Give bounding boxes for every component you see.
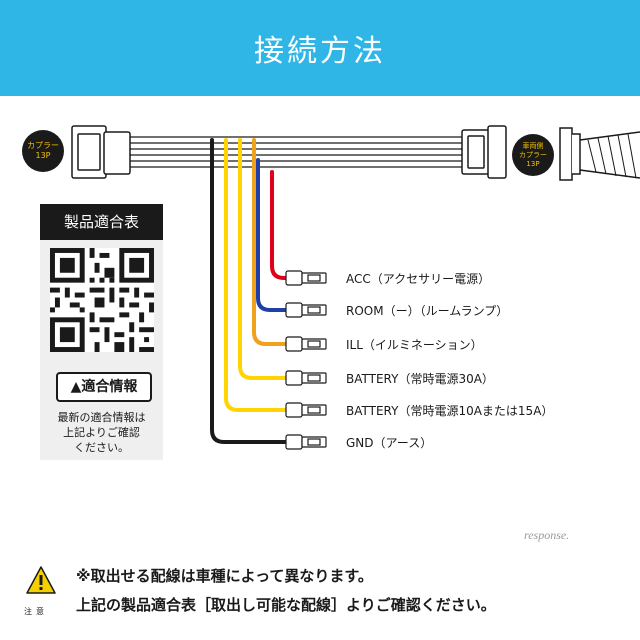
notice-line-1: ※取出せる配線は車種によって異なります。 — [76, 567, 373, 585]
header-banner: 接続方法 — [0, 0, 640, 96]
info-text-line1: 最新の適合情報は — [57, 411, 146, 424]
room-label: ROOM（ー）（ルームランプ） — [346, 304, 509, 318]
gnd-terminal — [285, 434, 327, 450]
info-label: ▲適合情報 — [56, 372, 152, 402]
gnd-wire — [210, 138, 288, 444]
warning-icon — [26, 566, 56, 594]
right-coupler-line1: 車両側 — [522, 141, 544, 150]
qr-code[interactable] — [50, 248, 154, 352]
notice-line-2: 上記の製品適合表［取出し可能な配線］よりご確認ください。 — [76, 596, 496, 614]
room-terminal — [285, 302, 327, 318]
battery-30a-terminal — [285, 370, 327, 386]
battery-15a-label: BATTERY（常時電源10Aまたは15A） — [346, 404, 554, 418]
gnd-label: GND（アース） — [346, 436, 433, 450]
ill-wire — [252, 138, 288, 346]
battery-30a-wire — [238, 138, 288, 380]
ill-label: ILL（イルミネーション） — [346, 338, 483, 352]
right-connector — [461, 125, 507, 179]
acc-label: ACC（アクセサリー電源） — [346, 272, 491, 286]
battery-15a-wire — [224, 138, 288, 412]
right-coupler-badge: 車両側 カプラー 13P — [512, 134, 554, 176]
room-wire — [256, 158, 288, 312]
left-coupler-badge: カプラー 13P — [22, 130, 64, 172]
left-coupler-line2: 13P — [35, 151, 51, 160]
acc-terminal — [285, 270, 327, 286]
left-coupler-line1: カプラー — [27, 141, 59, 150]
battery-15a-terminal — [285, 402, 327, 418]
info-text-line2: 上記よりご確認 — [63, 426, 140, 439]
warning-caption: 注意 — [24, 607, 48, 616]
vehicle-connector — [559, 127, 640, 181]
page-title: 接続方法 — [254, 34, 386, 69]
left-connector — [71, 125, 131, 179]
right-coupler-line3: 13P — [526, 159, 540, 168]
battery-30a-label: BATTERY（常時電源30A） — [346, 372, 494, 386]
panel-title: 製品適合表 — [40, 204, 163, 240]
compatibility-panel: 製品適合表 ▲適合情報 最新の適合情報は 上記よりご確認 ください。 — [40, 204, 163, 460]
info-text: 最新の適合情報は 上記よりご確認 ください。 — [46, 410, 157, 455]
watermark: response. — [524, 528, 570, 542]
acc-wire — [270, 170, 288, 280]
ill-terminal — [285, 336, 327, 352]
right-coupler-line2: カプラー — [519, 150, 547, 159]
main-harness — [130, 136, 462, 168]
info-text-line3: ください。 — [74, 441, 129, 454]
